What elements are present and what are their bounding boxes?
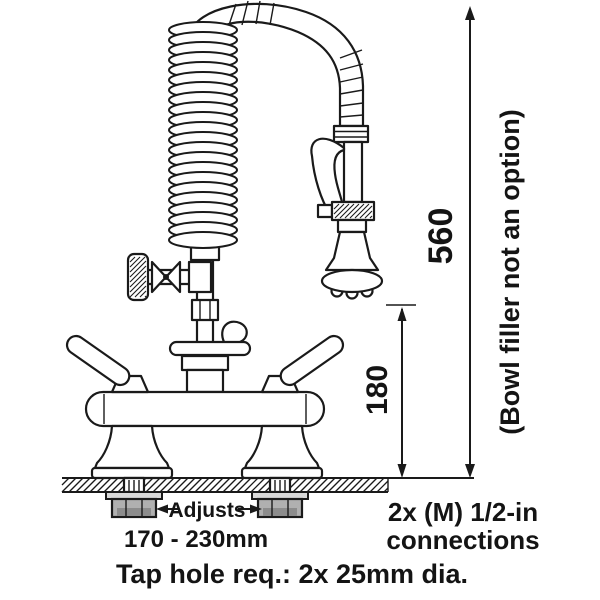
- bowl-filler-note: (Bowl filler not an option): [495, 109, 525, 434]
- center-column: [185, 368, 225, 394]
- connections-note: 2x (M) 1/2-in connections: [386, 497, 539, 555]
- adjust-range-label: 170 - 230mm: [124, 526, 268, 553]
- arrow-down-icon: [465, 464, 475, 478]
- connections-label-line1: 2x (M) 1/2-in: [388, 497, 538, 527]
- hose: [188, 0, 365, 128]
- pipe-nut: [190, 298, 220, 322]
- dim-560-label: 560: [422, 208, 460, 265]
- connection-left: [105, 476, 163, 519]
- lever-handle-right: [279, 334, 345, 387]
- arrow-right-icon: [250, 504, 262, 514]
- connection-right: [251, 476, 309, 519]
- faucet-body: [65, 334, 345, 480]
- dimension-560: 560: [422, 6, 475, 478]
- arrow-up-icon: [397, 307, 407, 321]
- bracket-pad-hatch: [129, 256, 147, 298]
- arrow-left-icon: [156, 504, 168, 514]
- wing-screw-right: [164, 260, 182, 294]
- upper-collar: [180, 354, 230, 372]
- hook-bar: [168, 340, 252, 357]
- inlet-tube: [342, 140, 364, 204]
- base-plate-right: [240, 466, 324, 480]
- dimension-180: 180: [361, 304, 416, 478]
- arrow-down-icon: [397, 464, 407, 478]
- spray-head: [310, 124, 384, 300]
- spray-face: [320, 268, 384, 300]
- valve-step: [336, 218, 368, 234]
- wing-screw-hub: [163, 274, 169, 280]
- nut-right-shade: [263, 508, 297, 516]
- adjusts-label: Adjusts: [168, 499, 245, 522]
- hose-coupling: [332, 124, 370, 144]
- arrow-up-icon: [465, 6, 475, 20]
- pivot-lug: [316, 203, 334, 219]
- adjusts-callout: Adjusts 170 - 230mm: [124, 499, 268, 553]
- hose-ribs: [227, 0, 364, 118]
- nut-left-shade: [117, 508, 151, 516]
- wall-bracket: [126, 252, 213, 302]
- dim-180-label: 180: [361, 365, 394, 415]
- connections-label-line2: connections: [386, 525, 539, 555]
- tap-hole-label: Tap hole req.: 2x 25mm dia.: [116, 559, 468, 589]
- mixer-body: [84, 390, 326, 428]
- deck-hatch: [61, 477, 389, 493]
- bracket-clamp: [187, 260, 213, 294]
- valve-grip-knurl: [333, 203, 373, 219]
- coil-spring: [168, 21, 238, 249]
- base-plate-left: [90, 466, 174, 480]
- skirt-left: [93, 424, 171, 470]
- nozzle-bell: [324, 230, 380, 272]
- wing-screw-left: [150, 260, 168, 294]
- skirt-right: [243, 424, 321, 470]
- lever-handle-left: [65, 334, 131, 387]
- hose-hook: [168, 320, 252, 357]
